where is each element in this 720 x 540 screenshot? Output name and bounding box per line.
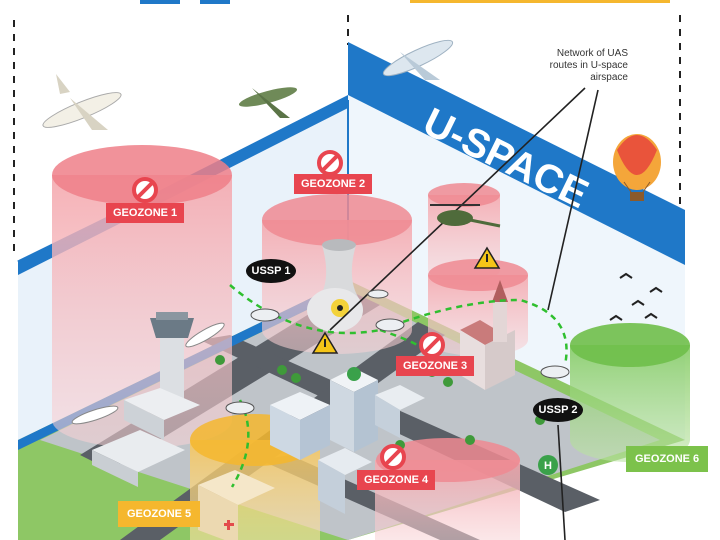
no-entry-icon bbox=[419, 332, 445, 358]
geozone-4-label: GEOZONE 4 bbox=[357, 470, 436, 490]
helipad-icon bbox=[538, 455, 558, 475]
airplane-icon bbox=[42, 74, 122, 130]
geozone-3-label: GEOZONE 3 bbox=[396, 356, 475, 376]
ussp-1-label: USSP 1 bbox=[246, 259, 296, 283]
callout-line-3: airspace bbox=[590, 72, 628, 83]
airplane-icon bbox=[238, 87, 298, 118]
boundary-lines bbox=[13, 15, 681, 255]
geozone-6-label: GEOZONE 6 bbox=[626, 446, 709, 472]
geozone-2-label: GEOZONE 2 bbox=[294, 174, 373, 194]
callout-line-2: routes in U-space bbox=[549, 60, 628, 71]
airplane-icon bbox=[71, 405, 119, 425]
ussp-2-label: USSP 2 bbox=[533, 398, 583, 422]
helipad-icon bbox=[347, 367, 361, 381]
hospital bbox=[198, 470, 275, 540]
warning-icon bbox=[311, 331, 339, 354]
bird-icon bbox=[609, 272, 663, 321]
no-entry-icon bbox=[380, 444, 406, 470]
helicopter-icon bbox=[430, 204, 501, 228]
airplane-icon bbox=[185, 322, 225, 348]
geozone-5-label: GEOZONE 5 bbox=[118, 501, 201, 527]
drone-icon bbox=[225, 289, 570, 415]
title-fragment bbox=[200, 0, 230, 4]
route-network-callout: Network of UAS routes in U-space airspac… bbox=[520, 48, 628, 84]
office-tower bbox=[330, 367, 378, 452]
no-entry-icon bbox=[132, 177, 158, 203]
callout-line-1: Network of UAS bbox=[556, 48, 628, 59]
svg-text:H: H bbox=[544, 460, 552, 472]
geozone-1-label: GEOZONE 1 bbox=[106, 203, 185, 223]
terminal-buildings bbox=[92, 388, 200, 487]
geozone-6-cylinder bbox=[570, 323, 690, 462]
nuclear-plant bbox=[307, 239, 363, 332]
warning-icon bbox=[473, 246, 501, 269]
geozone-1-cylinder bbox=[52, 145, 232, 448]
office-blocks bbox=[270, 385, 425, 514]
title-fragment bbox=[140, 0, 180, 4]
hot-air-balloon-icon bbox=[613, 134, 661, 201]
callout-lines bbox=[329, 87, 599, 540]
airplane-icon bbox=[382, 39, 454, 80]
no-entry-icon bbox=[317, 150, 343, 176]
top-accent-bar bbox=[410, 0, 670, 3]
